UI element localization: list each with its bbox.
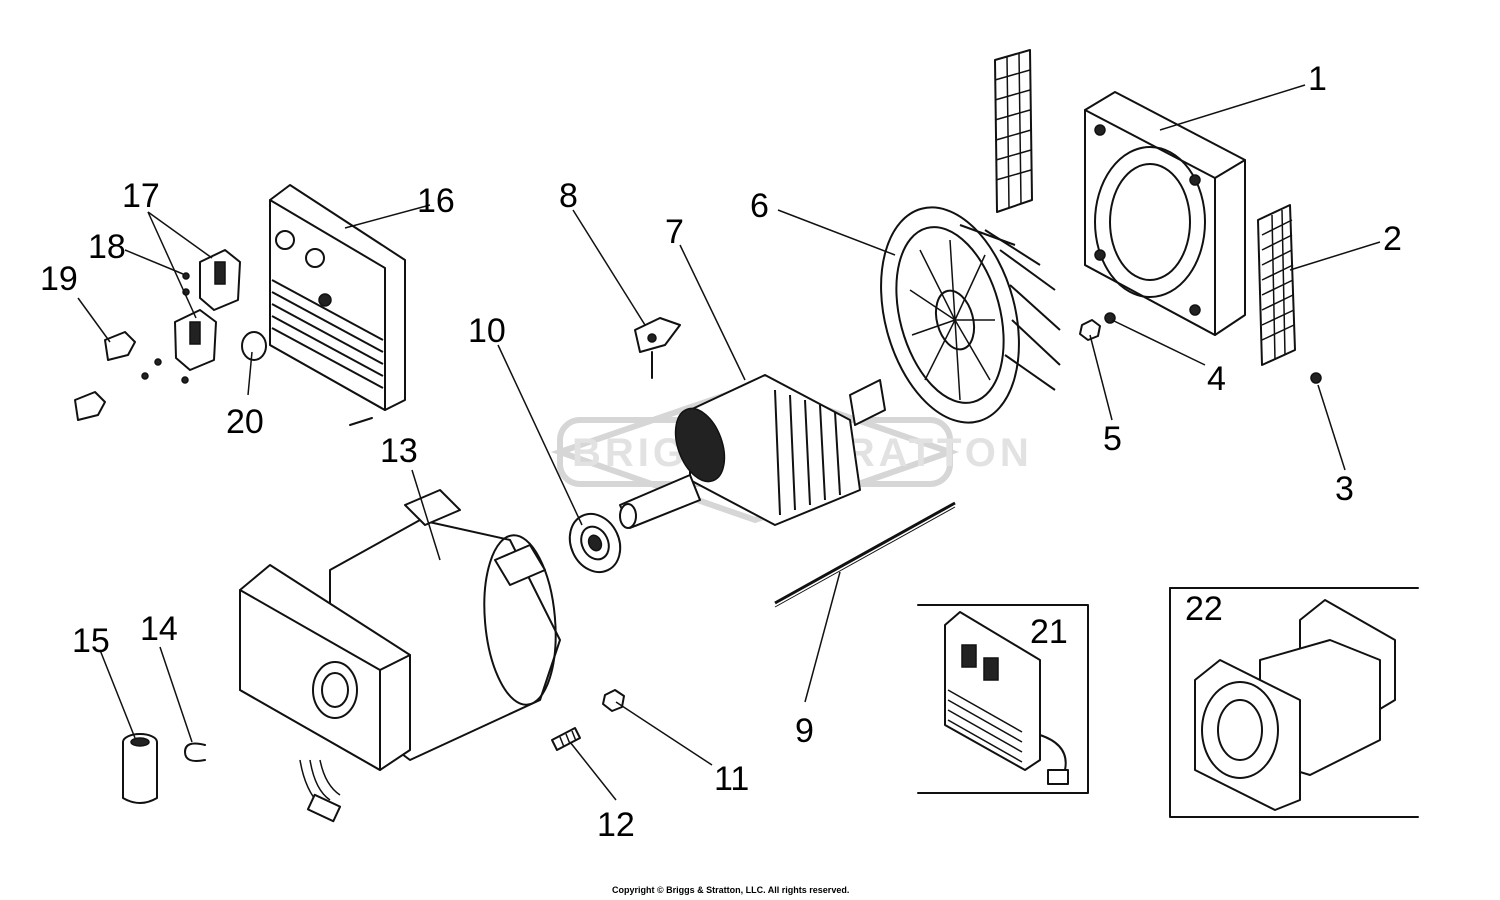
part-14-clip <box>184 742 206 762</box>
part-19-switch <box>74 331 136 421</box>
part-17-outlets <box>174 249 241 371</box>
part-21-panel-assembly-inset <box>917 604 1089 794</box>
part-6-fan <box>880 206 1061 424</box>
part-12-stud <box>551 727 581 751</box>
callout-5: 5 <box>1103 420 1122 458</box>
part-20-breaker <box>241 331 267 361</box>
part-16-control-panel <box>269 184 406 426</box>
callout-17: 17 <box>122 177 160 215</box>
callout-20: 20 <box>226 403 264 441</box>
upper-grille-screen <box>994 49 1033 213</box>
part-13-stator-housing <box>239 489 561 823</box>
part-7-rotor-armature <box>619 374 886 529</box>
callout-16: 16 <box>417 182 455 220</box>
callout-2: 2 <box>1383 220 1402 258</box>
callout-14: 14 <box>140 610 178 648</box>
part-11-nut <box>602 689 625 712</box>
part-18-screws <box>141 272 190 384</box>
callout-9: 9 <box>795 712 814 750</box>
part-22-housing-assembly-inset <box>1169 587 1419 818</box>
callout-18: 18 <box>88 228 126 266</box>
callout-22: 22 <box>1185 590 1223 628</box>
callout-12: 12 <box>597 806 635 844</box>
part-3-screw <box>1310 372 1322 384</box>
part-5-nut <box>1079 319 1101 341</box>
callout-11: 11 <box>714 760 749 798</box>
part-2-grille-screen <box>1257 204 1296 366</box>
part-8-brush-holder <box>634 317 681 379</box>
callout-7: 7 <box>665 213 684 251</box>
callout-21: 21 <box>1030 613 1068 651</box>
callout-15: 15 <box>72 622 110 660</box>
part-1-end-housing <box>1084 91 1246 336</box>
callout-19: 19 <box>40 260 78 298</box>
callout-1: 1 <box>1308 60 1327 98</box>
leader-lines <box>77 84 1381 801</box>
callout-labels: 1 2 3 4 5 6 7 8 9 10 11 12 13 14 15 16 1… <box>40 60 1402 844</box>
callout-8: 8 <box>559 177 578 215</box>
part-10-bearing <box>568 512 622 574</box>
callout-6: 6 <box>750 187 769 225</box>
callout-3: 3 <box>1335 470 1354 508</box>
copyright-notice: Copyright © Briggs & Stratton, LLC. All … <box>612 885 849 895</box>
callout-10: 10 <box>468 312 506 350</box>
callout-13: 13 <box>380 432 418 470</box>
part-9-through-bolt <box>774 501 956 608</box>
part-15-capacitor <box>122 733 158 804</box>
callout-4: 4 <box>1207 360 1226 398</box>
